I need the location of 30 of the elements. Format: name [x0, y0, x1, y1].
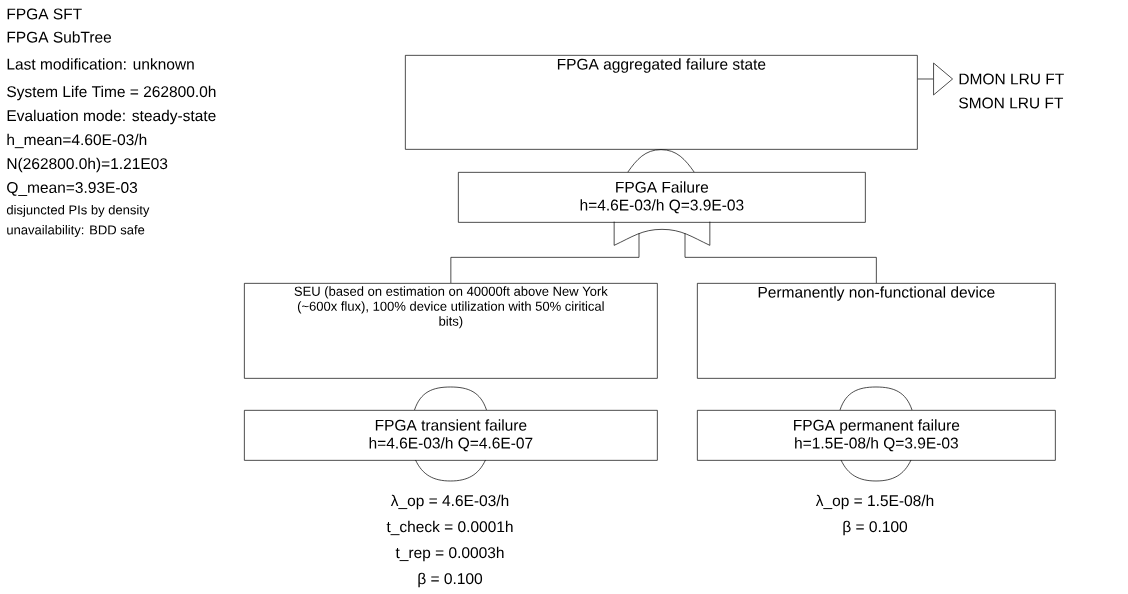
info-text: Q_mean=3.93E-03 [7, 182, 138, 196]
parameter-text: DMON LRU FT [959, 73, 1064, 85]
info-text: FPGA SFT [7, 8, 82, 20]
basic-event-box: FPGA transient failure h=4.6E-03/h Q=4.6E-07 [244, 410, 658, 461]
info-text: h_mean=4.60E-03/h [7, 133, 147, 149]
basic-event-box: FPGA permanent failure h=1.5E-08/h Q=3.9E-03 [697, 410, 1056, 461]
connector-line [450, 233, 640, 284]
event-box: FPGA aggregated failure state [405, 55, 918, 150]
info-text: N(262800.0h)=1.21E03 [7, 157, 168, 173]
parameter-text: λ_op = 1.5E-08/h [815, 494, 934, 510]
info-text: disjuncted PIs by density [6, 204, 150, 218]
parameter-text: t_check = 0.0001h [386, 520, 513, 536]
info-text: Last modification: unknown [7, 58, 194, 70]
info-text: FPGA SubTree [7, 31, 112, 43]
parameter-text: SMON LRU FT [959, 97, 1064, 109]
info-text: unavailability: BDD safe [7, 224, 145, 238]
info-text: System Life Time = 262800.0h [7, 85, 216, 101]
transfer-triangle [933, 62, 953, 96]
parameter-text: β = 0.100 [843, 520, 908, 536]
or-gate [613, 221, 711, 246]
event-box: Permanently non-functional device [697, 283, 1056, 379]
gate-symbol [627, 149, 695, 173]
event-box: FPGA Failure h=4.6E-03/h Q=3.9E-03 [458, 172, 866, 223]
parameter-text: β = 0.100 [418, 572, 483, 588]
info-text: Evaluation mode: steady-state [7, 109, 216, 125]
event-box: SEU (based on estimation on 40000ft above New York (~600x flux), 100% device utilization with 50% ciritical bits) [244, 283, 658, 379]
parameter-text: t_rep = 0.0003h [395, 546, 504, 562]
connector-line [684, 233, 877, 284]
parameter-text: λ_op = 4.6E-03/h [390, 494, 509, 510]
connector-line [917, 78, 934, 80]
